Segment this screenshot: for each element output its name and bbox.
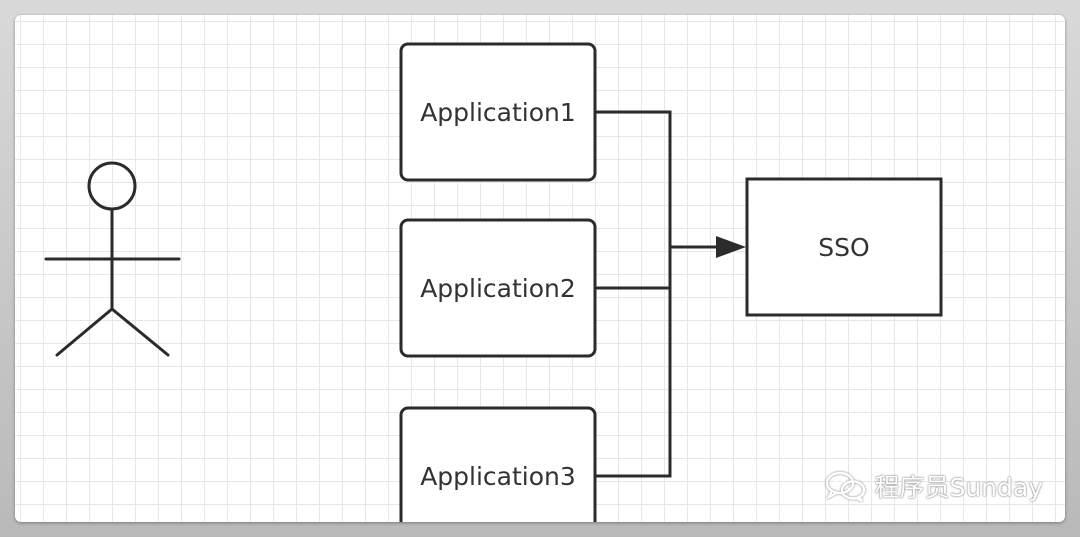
node-application3-label: Application3	[420, 462, 576, 491]
diagram-svg: Application1 Application2 Application3 S…	[44, 42, 943, 522]
node-application3: Application3	[399, 406, 597, 522]
node-application2: Application2	[399, 218, 597, 358]
actor-figure	[44, 161, 181, 357]
node-application2-label: Application2	[420, 274, 576, 303]
node-sso: SSO	[745, 177, 943, 317]
actor-right-leg	[110, 307, 170, 357]
edge-app1-sso	[595, 110, 672, 247]
arrowhead-icon	[716, 236, 746, 258]
actor-head	[87, 161, 137, 211]
node-sso-box	[745, 177, 943, 317]
node-application2-box	[399, 218, 597, 358]
wechat-icon	[826, 471, 866, 503]
node-application3-box	[399, 406, 597, 522]
node-application1: Application1	[399, 42, 597, 182]
watermark: 程序员Sunday	[824, 468, 1043, 504]
actor-left-leg	[55, 307, 114, 357]
edge-app3-sso	[595, 247, 672, 478]
node-application1-label: Application1	[420, 98, 576, 127]
node-application1-box	[399, 42, 597, 182]
diagram-canvas: Application1 Application2 Application3 S…	[15, 15, 1065, 522]
watermark-text: 程序员Sunday	[874, 473, 1043, 502]
node-sso-label: SSO	[818, 233, 869, 262]
connectors	[595, 110, 718, 478]
